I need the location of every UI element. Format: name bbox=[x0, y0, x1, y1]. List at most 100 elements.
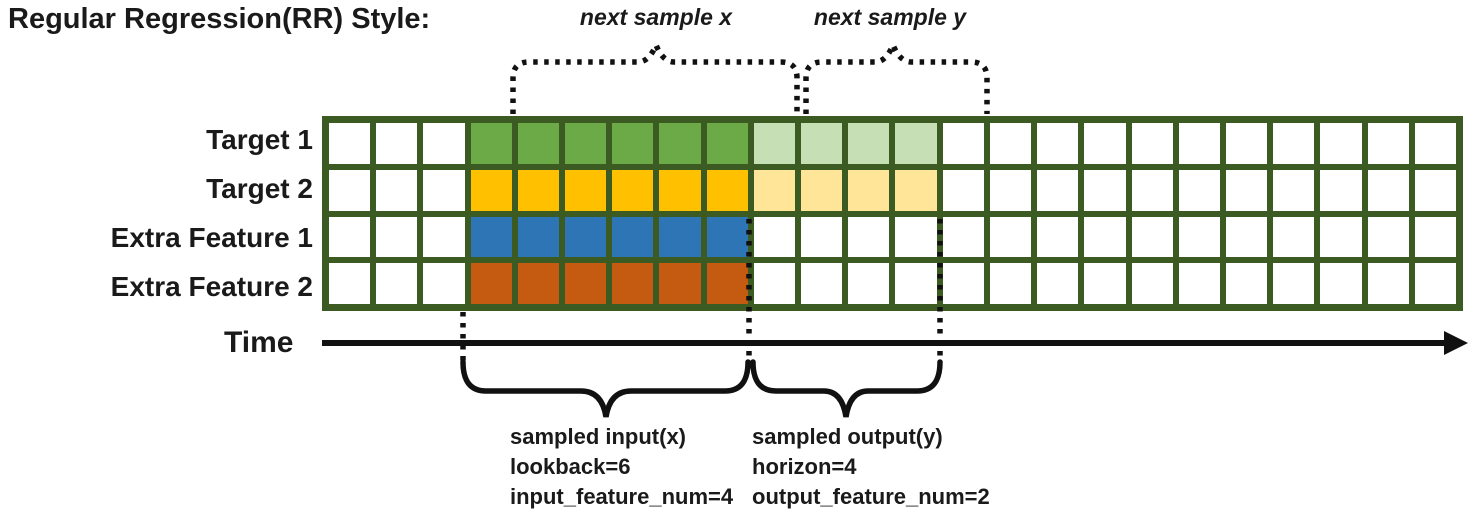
grid-cell bbox=[329, 123, 371, 164]
grid-cell bbox=[1414, 123, 1456, 164]
grid-cell bbox=[1225, 263, 1268, 304]
next-sample-x-brace bbox=[510, 37, 800, 114]
grid-cell bbox=[801, 263, 843, 304]
next-sample-x-label: next sample x bbox=[579, 4, 733, 30]
grid-cell bbox=[848, 263, 890, 304]
grid-cell bbox=[753, 263, 796, 304]
grid-cell bbox=[612, 216, 654, 258]
grid-cell bbox=[612, 123, 654, 164]
grid-cell bbox=[1084, 169, 1126, 211]
grid-cell bbox=[1414, 263, 1456, 304]
grid-cell bbox=[706, 123, 748, 164]
grid-cell bbox=[376, 123, 418, 164]
row-label: Target 1 bbox=[206, 124, 313, 156]
sampled-output-brace bbox=[750, 359, 943, 418]
grid-cell bbox=[565, 169, 607, 211]
grid-cell bbox=[801, 123, 843, 164]
grid-cell bbox=[423, 216, 465, 258]
grid-cell bbox=[659, 123, 701, 164]
grid-cell bbox=[895, 216, 937, 258]
grid-cell bbox=[329, 263, 371, 304]
grid-cell bbox=[1178, 123, 1220, 164]
grid-cell bbox=[423, 263, 465, 304]
grid-cell bbox=[470, 169, 512, 211]
sampled-input-info: sampled input(x) lookback=6 input_featur… bbox=[510, 422, 733, 512]
grid-cell bbox=[1037, 216, 1079, 258]
grid-cell bbox=[848, 216, 890, 258]
grid-cell bbox=[1320, 123, 1362, 164]
input-feature-num-value: input_feature_num=4 bbox=[510, 484, 734, 509]
grid-cell bbox=[1320, 263, 1362, 304]
grid-cell bbox=[1414, 169, 1456, 211]
sampled-input-brace bbox=[460, 359, 751, 418]
grid-cell bbox=[376, 263, 418, 304]
grid-cell bbox=[1320, 216, 1362, 258]
grid-cell bbox=[612, 263, 654, 304]
grid-cell bbox=[470, 216, 512, 258]
grid-cell bbox=[1320, 169, 1362, 211]
grid-cell bbox=[989, 123, 1032, 164]
grid-cell bbox=[423, 123, 465, 164]
grid-cell bbox=[801, 169, 843, 211]
row-label: Target 2 bbox=[206, 173, 313, 205]
grid bbox=[322, 116, 1463, 311]
grid-cell bbox=[753, 123, 796, 164]
grid-cell bbox=[1084, 263, 1126, 304]
grid-cell bbox=[565, 216, 607, 258]
grid-cell bbox=[848, 123, 890, 164]
grid-cell bbox=[1225, 123, 1268, 164]
grid-cell bbox=[1273, 169, 1315, 211]
row-label: Extra Feature 1 bbox=[110, 221, 313, 253]
grid-cell bbox=[1273, 216, 1315, 258]
grid-cell bbox=[1367, 216, 1409, 258]
sampled-output-title: sampled output(y) bbox=[752, 424, 943, 449]
grid-cell bbox=[1131, 216, 1173, 258]
grid-cell bbox=[517, 263, 560, 304]
grid-cell bbox=[848, 169, 890, 211]
grid-cell bbox=[989, 216, 1032, 258]
grid-cell bbox=[1225, 216, 1268, 258]
grid-cell bbox=[1367, 169, 1409, 211]
grid-cell bbox=[517, 169, 560, 211]
grid-cell bbox=[942, 216, 984, 258]
grid-cell bbox=[1367, 263, 1409, 304]
grid-cell bbox=[1414, 216, 1456, 258]
grid-cell bbox=[1367, 123, 1409, 164]
grid-cell bbox=[895, 123, 937, 164]
grid-cell bbox=[329, 216, 371, 258]
grid-cell bbox=[801, 216, 843, 258]
grid-cell bbox=[565, 123, 607, 164]
grid-cell bbox=[565, 263, 607, 304]
grid-cell bbox=[470, 123, 512, 164]
grid-cell bbox=[942, 169, 984, 211]
grid-cell bbox=[517, 123, 560, 164]
grid-cell bbox=[706, 169, 748, 211]
grid-cell bbox=[1178, 169, 1220, 211]
grid-cell bbox=[517, 216, 560, 258]
time-axis-label: Time bbox=[224, 326, 294, 359]
grid-cell bbox=[659, 169, 701, 211]
grid-cell bbox=[1178, 263, 1220, 304]
grid-cell bbox=[659, 263, 701, 304]
grid-cell bbox=[376, 169, 418, 211]
grid-cell bbox=[1131, 169, 1173, 211]
diagram-title: Regular Regression(RR) Style: bbox=[8, 3, 431, 35]
sampled-output-info: sampled output(y) horizon=4 output_featu… bbox=[752, 422, 990, 512]
lookback-value: lookback=6 bbox=[510, 454, 631, 479]
grid-cell bbox=[1131, 123, 1173, 164]
grid-cell bbox=[1131, 263, 1173, 304]
grid-cell bbox=[1273, 123, 1315, 164]
grid-cell bbox=[989, 263, 1032, 304]
grid-cell bbox=[1037, 263, 1079, 304]
grid-cell bbox=[1084, 216, 1126, 258]
grid-cell bbox=[1084, 123, 1126, 164]
next-sample-y-brace bbox=[803, 37, 990, 114]
time-axis-arrowhead bbox=[1444, 331, 1468, 355]
grid-cell bbox=[376, 216, 418, 258]
grid-cell bbox=[1037, 123, 1079, 164]
grid-cell bbox=[329, 169, 371, 211]
grid-cell bbox=[942, 263, 984, 304]
grid-cell bbox=[753, 169, 796, 211]
